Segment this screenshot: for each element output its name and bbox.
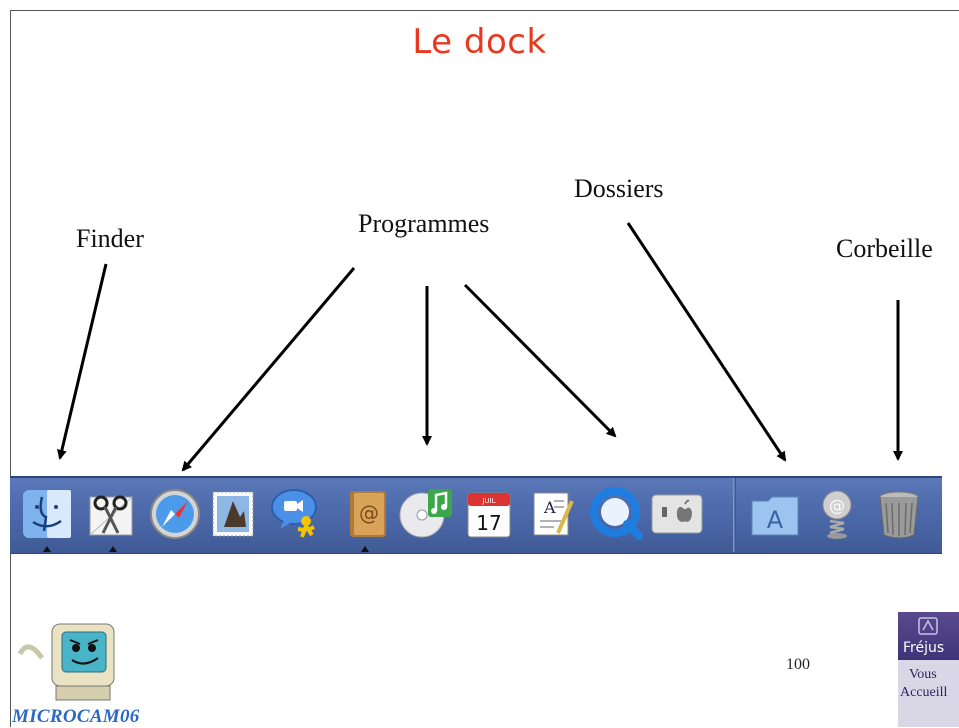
ical-month: JUIL (481, 497, 495, 505)
frejus-logo-header (898, 612, 959, 660)
label-corbeille: Corbeille (836, 234, 933, 263)
label-dossiers: Dossiers (574, 174, 664, 203)
itunes-icon[interactable] (398, 482, 456, 546)
safari-compass-icon[interactable] (146, 482, 204, 546)
arrow-programmes-3 (463, 283, 617, 438)
system-preferences-icon[interactable] (648, 482, 706, 546)
microcam-mascot-logo (17, 623, 115, 701)
svg-text:A: A (543, 498, 556, 517)
label-finder: Finder (76, 224, 144, 253)
quicktime-icon[interactable] (588, 482, 646, 546)
frejus-logo-name: Fréjus (903, 640, 945, 656)
mail-stamp-icon[interactable] (204, 482, 262, 546)
arrow-programmes-1 (181, 267, 356, 472)
address-book-icon[interactable]: @ (338, 482, 396, 546)
trash-icon[interactable] (870, 482, 928, 546)
frejus-tagline-1: Vous (909, 667, 937, 682)
dock-separator (733, 478, 736, 552)
ical-icon[interactable]: JUIL 17 (460, 482, 518, 546)
ical-day: 17 (476, 511, 501, 535)
svg-text:A: A (767, 506, 784, 534)
frejus-logo: Fréjus Vous Accueill (898, 612, 959, 727)
svg-text:@: @ (359, 501, 379, 525)
running-indicator (43, 546, 51, 552)
frejus-tagline-2: Accueill (900, 685, 948, 700)
running-indicator (109, 546, 117, 552)
slide-frame (10, 10, 959, 727)
microcam-logo-text: MICROCAM06 (12, 706, 140, 727)
applications-folder-icon[interactable]: A (746, 482, 804, 546)
slide-title: Le dock (412, 22, 547, 62)
svg-text:@: @ (829, 496, 845, 515)
arrow-finder (56, 263, 108, 460)
arrow-dossiers (626, 222, 787, 462)
grab-scissors-icon[interactable] (82, 482, 140, 546)
running-indicator (361, 546, 369, 552)
page-number: 100 (786, 656, 810, 673)
label-programmes: Programmes (358, 209, 490, 238)
finder-icon[interactable] (18, 482, 76, 546)
frejus-crest-icon (918, 617, 938, 635)
mail-spring-icon[interactable]: @ (808, 482, 866, 546)
ichat-icon[interactable] (266, 482, 324, 546)
textedit-icon[interactable]: A (522, 482, 580, 546)
frejus-logo-footer (898, 660, 959, 727)
